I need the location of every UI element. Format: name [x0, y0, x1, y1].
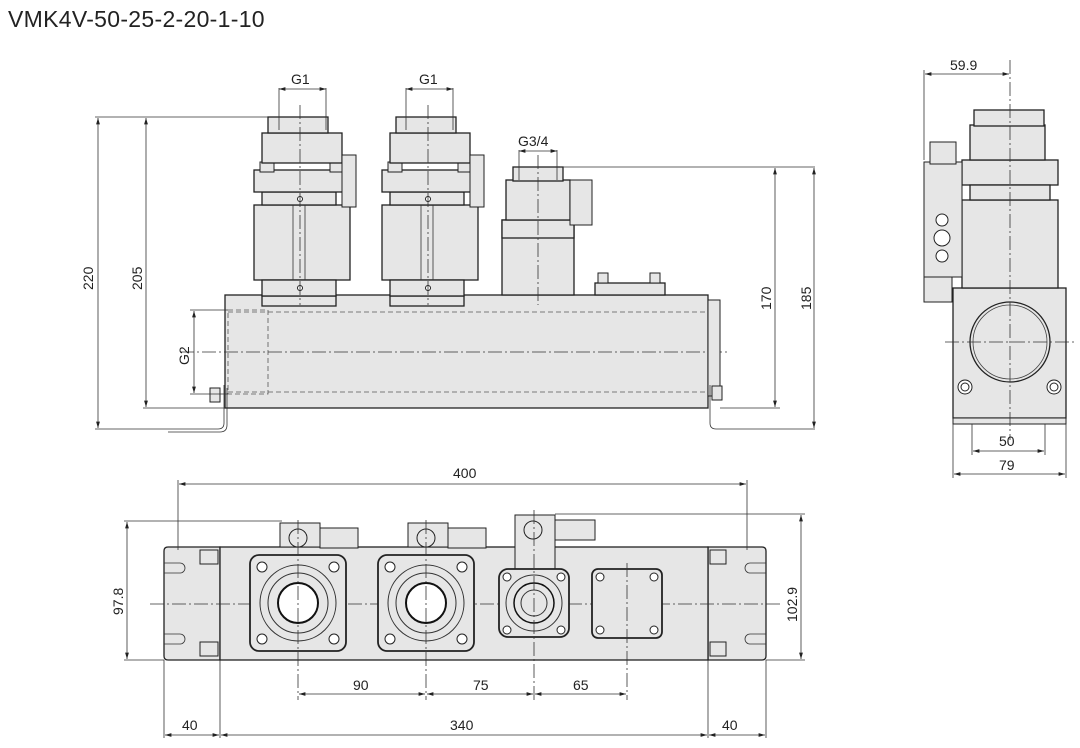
- g1-label-2: G1: [419, 71, 438, 87]
- g2-label: G2: [176, 346, 192, 365]
- g34-label: G3/4: [518, 133, 549, 149]
- front-view: G1 G1 G3/4 220 205 G2 170 185: [80, 71, 816, 433]
- dim-40-left: 40: [182, 717, 198, 733]
- dim-220: 220: [80, 266, 96, 290]
- dim-75: 75: [473, 677, 489, 693]
- top-view: 400 97.8 102.9 90 75 65 40 340 40: [110, 465, 805, 738]
- top-valve-1: [249, 520, 359, 700]
- dim-340: 340: [450, 717, 474, 733]
- dim-79: 79: [999, 457, 1015, 473]
- dim-102-9: 102.9: [784, 587, 800, 622]
- valve-1: [253, 105, 357, 307]
- dim-90: 90: [353, 677, 369, 693]
- dim-59-9: 59.9: [950, 57, 977, 73]
- dim-170: 170: [758, 286, 774, 310]
- dim-65: 65: [573, 677, 589, 693]
- g1-label-1: G1: [291, 71, 310, 87]
- dim-185: 185: [798, 286, 814, 310]
- dim-40-right: 40: [722, 717, 738, 733]
- dim-50: 50: [999, 433, 1015, 449]
- top-valve-3: [498, 510, 596, 700]
- dim-400: 400: [453, 465, 477, 481]
- drawing-title: VMK4V-50-25-2-20-1-10: [8, 6, 265, 32]
- manifold-body: [224, 294, 709, 409]
- dim-97-8: 97.8: [110, 588, 126, 615]
- side-view: 59.9 50 79: [923, 57, 1075, 478]
- valve-3: [501, 155, 593, 305]
- dim-205: 205: [129, 266, 145, 290]
- top-valve-2: [377, 520, 487, 700]
- top-cover-plate: [591, 563, 663, 700]
- valve-2: [381, 105, 485, 307]
